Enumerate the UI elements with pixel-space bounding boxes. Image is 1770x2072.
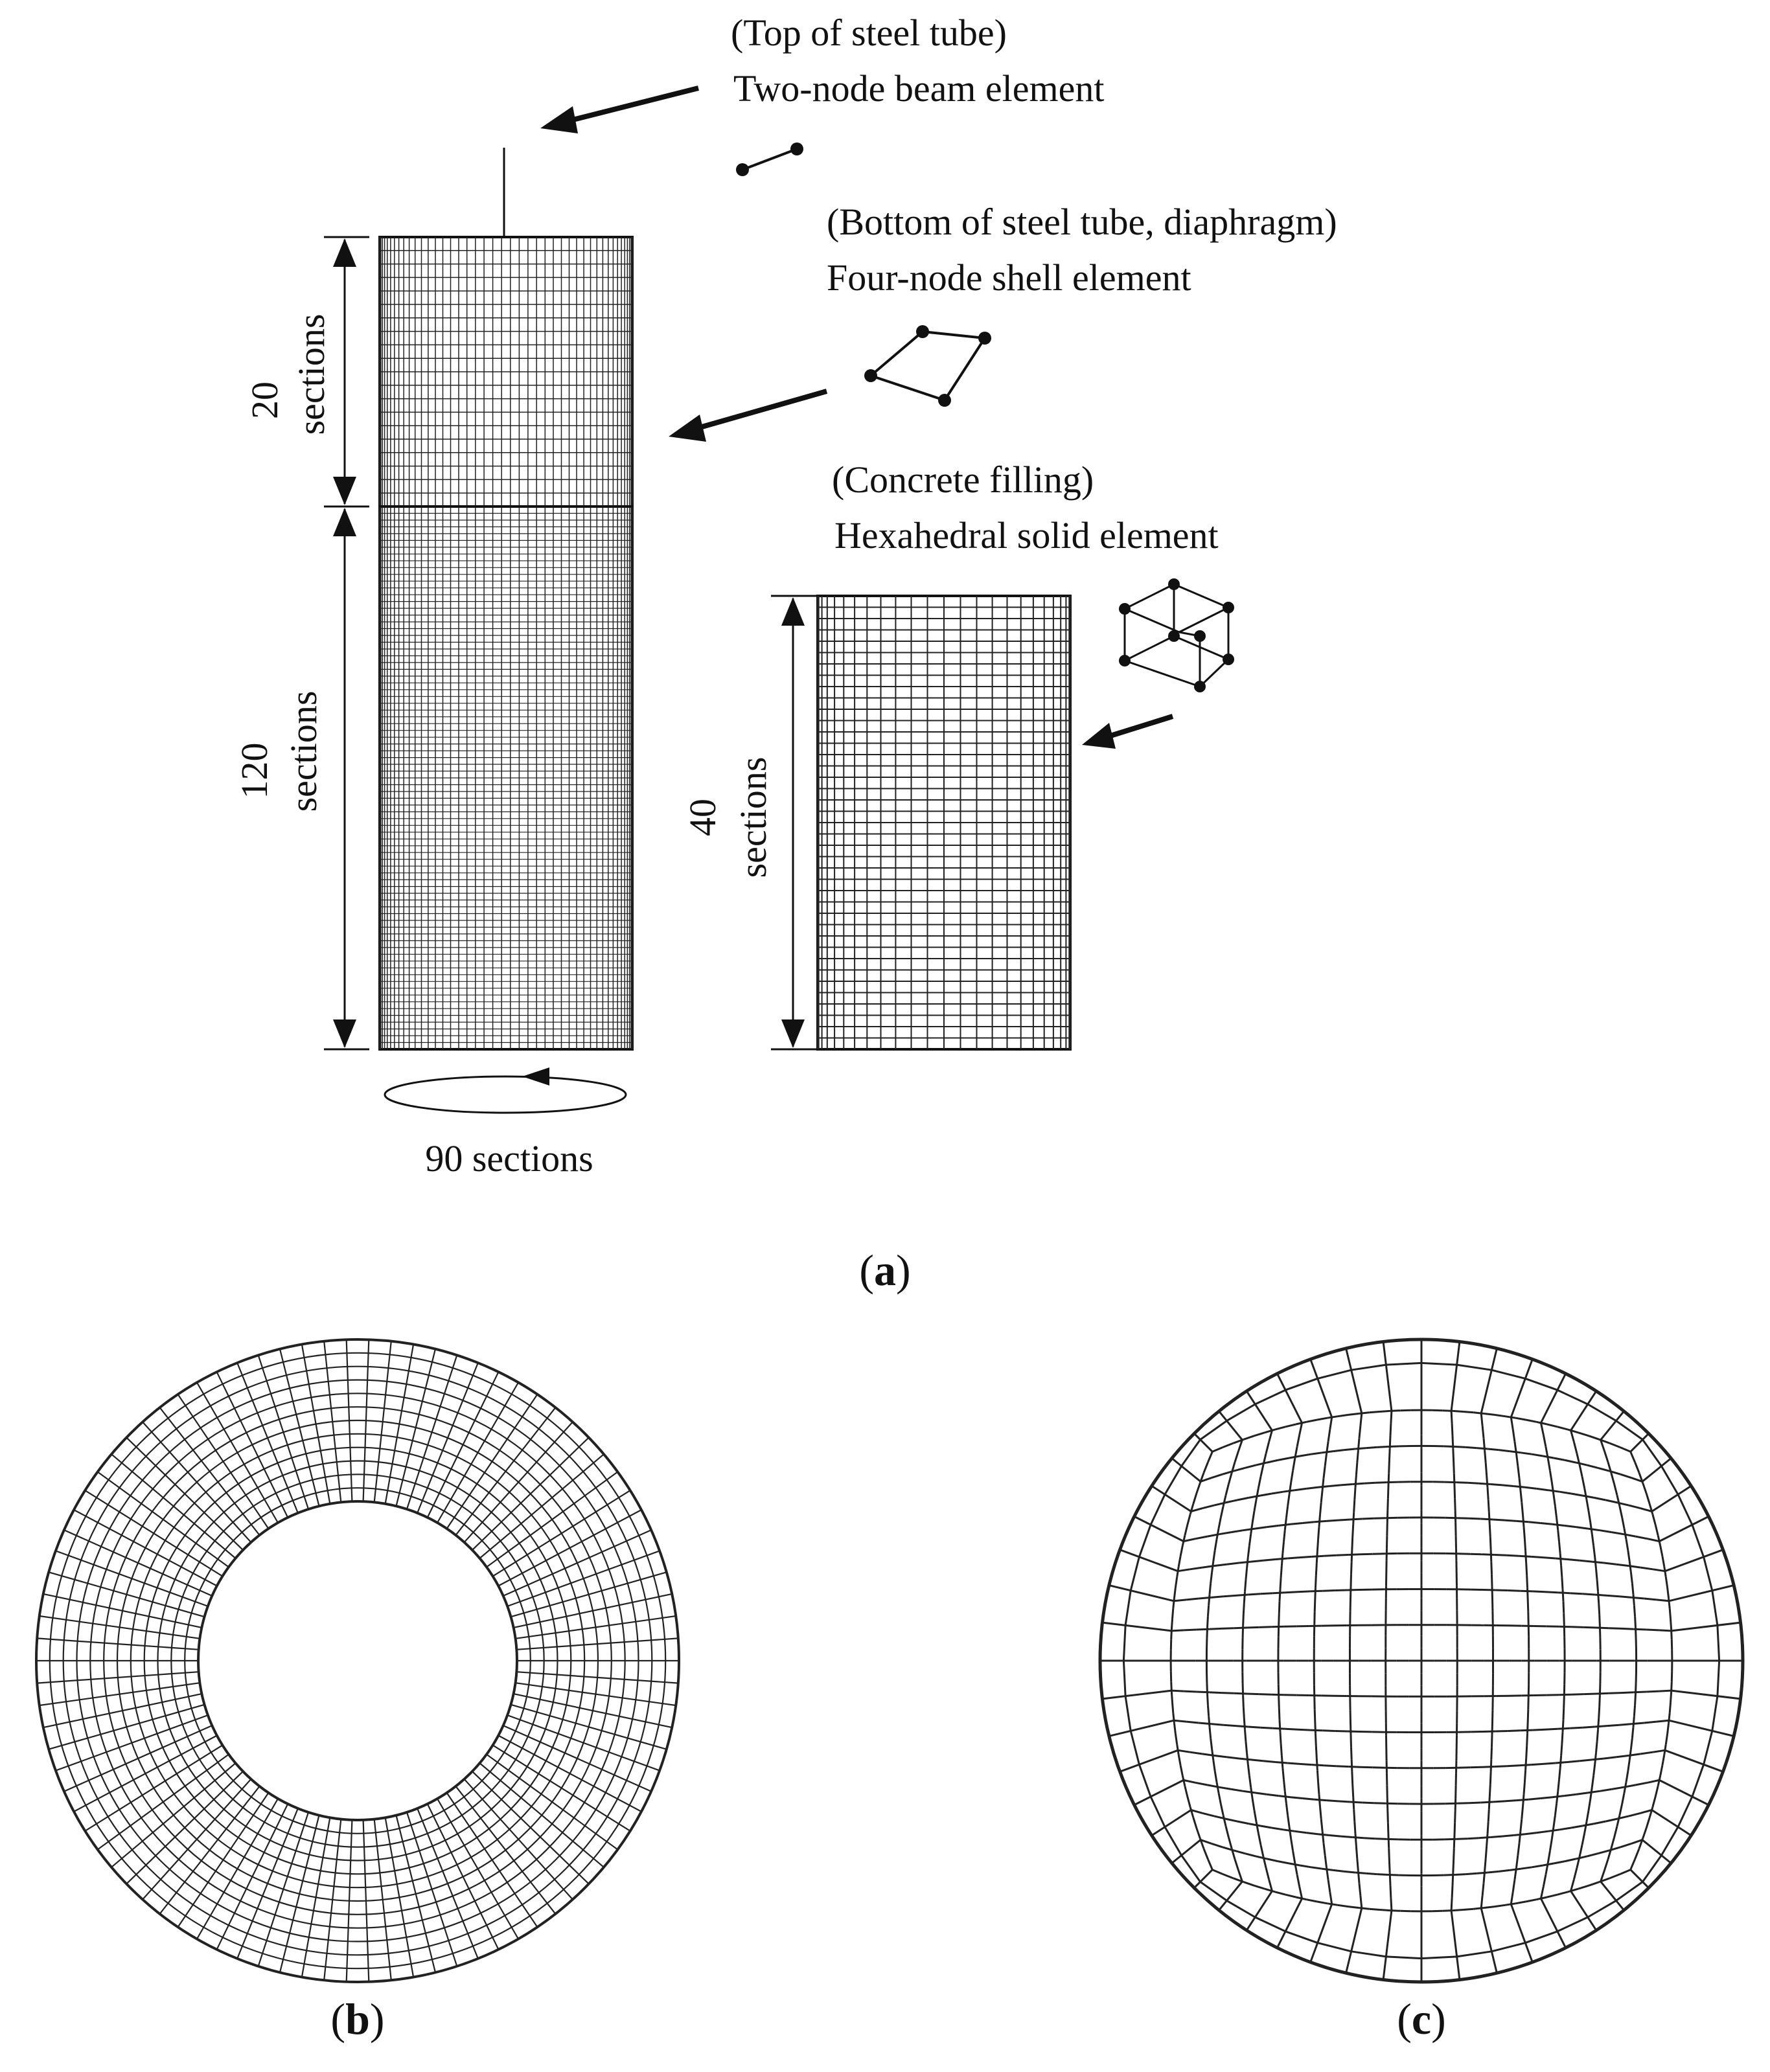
shell-element-icon [864,325,991,407]
beam-label-2: Two-node beam element [733,67,1105,109]
circumference-indicator [384,1067,627,1114]
arrow-shell [669,389,828,442]
panel-c-circular-mesh [1098,1338,1745,1984]
dim-right-word: sections [732,757,774,878]
panel-a: 20 sections 120 sections 90 sections 40 … [233,12,1337,1179]
shell-label-2: Four-node shell element [827,256,1191,299]
beam-label-1: (Top of steel tube) [731,12,1007,54]
caption-b: (b) [330,1994,384,2044]
dimension-top [324,236,369,508]
dim-right-num: 40 [682,799,724,836]
caption-a: (a) [859,1246,910,1295]
shell-label-1: (Bottom of steel tube, diaphragm) [827,201,1337,243]
concrete-filling-mesh [816,595,1072,1051]
dimension-right [771,595,816,1051]
circumference-label: 90 sections [425,1137,593,1179]
dim-mid-word: sections [282,691,325,812]
arrow-solid [1082,714,1174,749]
dimension-middle [324,508,369,1051]
caption-c: (c) [1397,1994,1446,2044]
dim-top-num: 20 [244,381,286,419]
panel-b-annular-mesh [35,1338,680,1983]
dim-mid-num: 120 [233,743,275,799]
solid-label-2: Hexahedral solid element [834,514,1219,556]
dim-top-word: sections [290,314,332,435]
arrow-beam [540,85,699,133]
solid-element-icon [1119,578,1234,692]
steel-tube-mesh [378,236,634,1051]
solid-label-1: (Concrete filling) [832,459,1094,501]
beam-element-icon [736,142,803,176]
